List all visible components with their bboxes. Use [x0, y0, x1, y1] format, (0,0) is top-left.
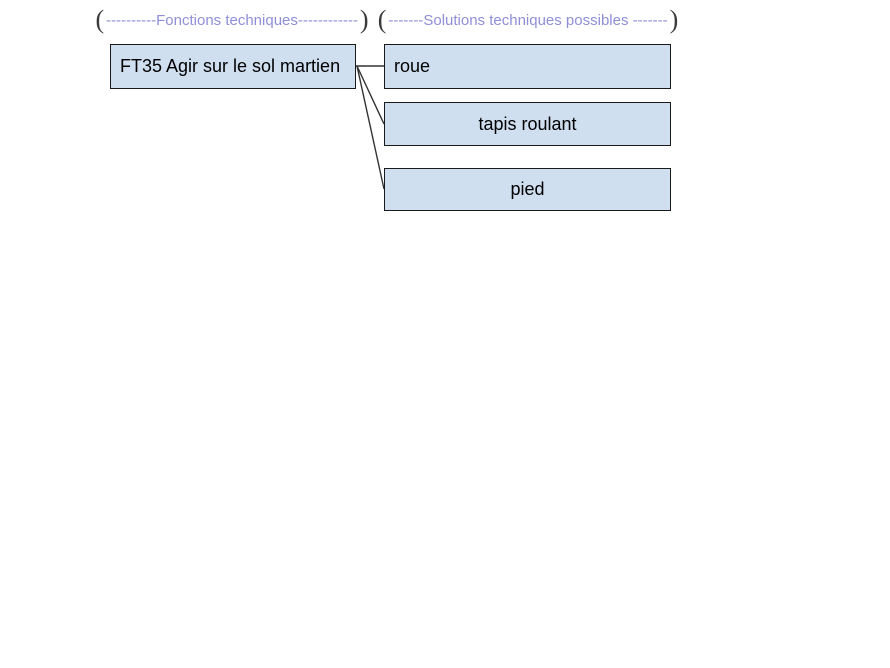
node-label: pied — [510, 179, 545, 199]
bracket-open-icon: ( — [95, 5, 105, 34]
connector-ft35-pied — [356, 65, 385, 190]
bracket-open-icon: ( — [377, 5, 387, 34]
node-label: roue — [394, 56, 431, 76]
connector-ft35-tapis — [356, 65, 385, 125]
column-header-fonctions-techniques: ( ----------Fonctions techniques--------… — [92, 5, 372, 35]
column-header-label: ----------Fonctions techniques----------… — [106, 11, 358, 29]
node-label: FT35 Agir sur le sol martien — [120, 56, 341, 76]
node-ft35-agir-sur-le-sol-martien[interactable]: FT35 Agir sur le sol martien — [110, 44, 356, 89]
node-tapis-roulant[interactable]: tapis roulant — [384, 102, 671, 146]
node-roue[interactable]: roue — [384, 44, 671, 89]
node-label: tapis roulant — [478, 113, 577, 134]
column-header-solutions-techniques: ( -------Solutions techniques possibles … — [372, 5, 684, 35]
column-header-label: -------Solutions techniques possibles --… — [388, 11, 668, 29]
bracket-close-icon: ) — [359, 5, 369, 34]
bracket-close-icon: ) — [669, 5, 679, 34]
node-pied[interactable]: pied — [384, 168, 671, 211]
